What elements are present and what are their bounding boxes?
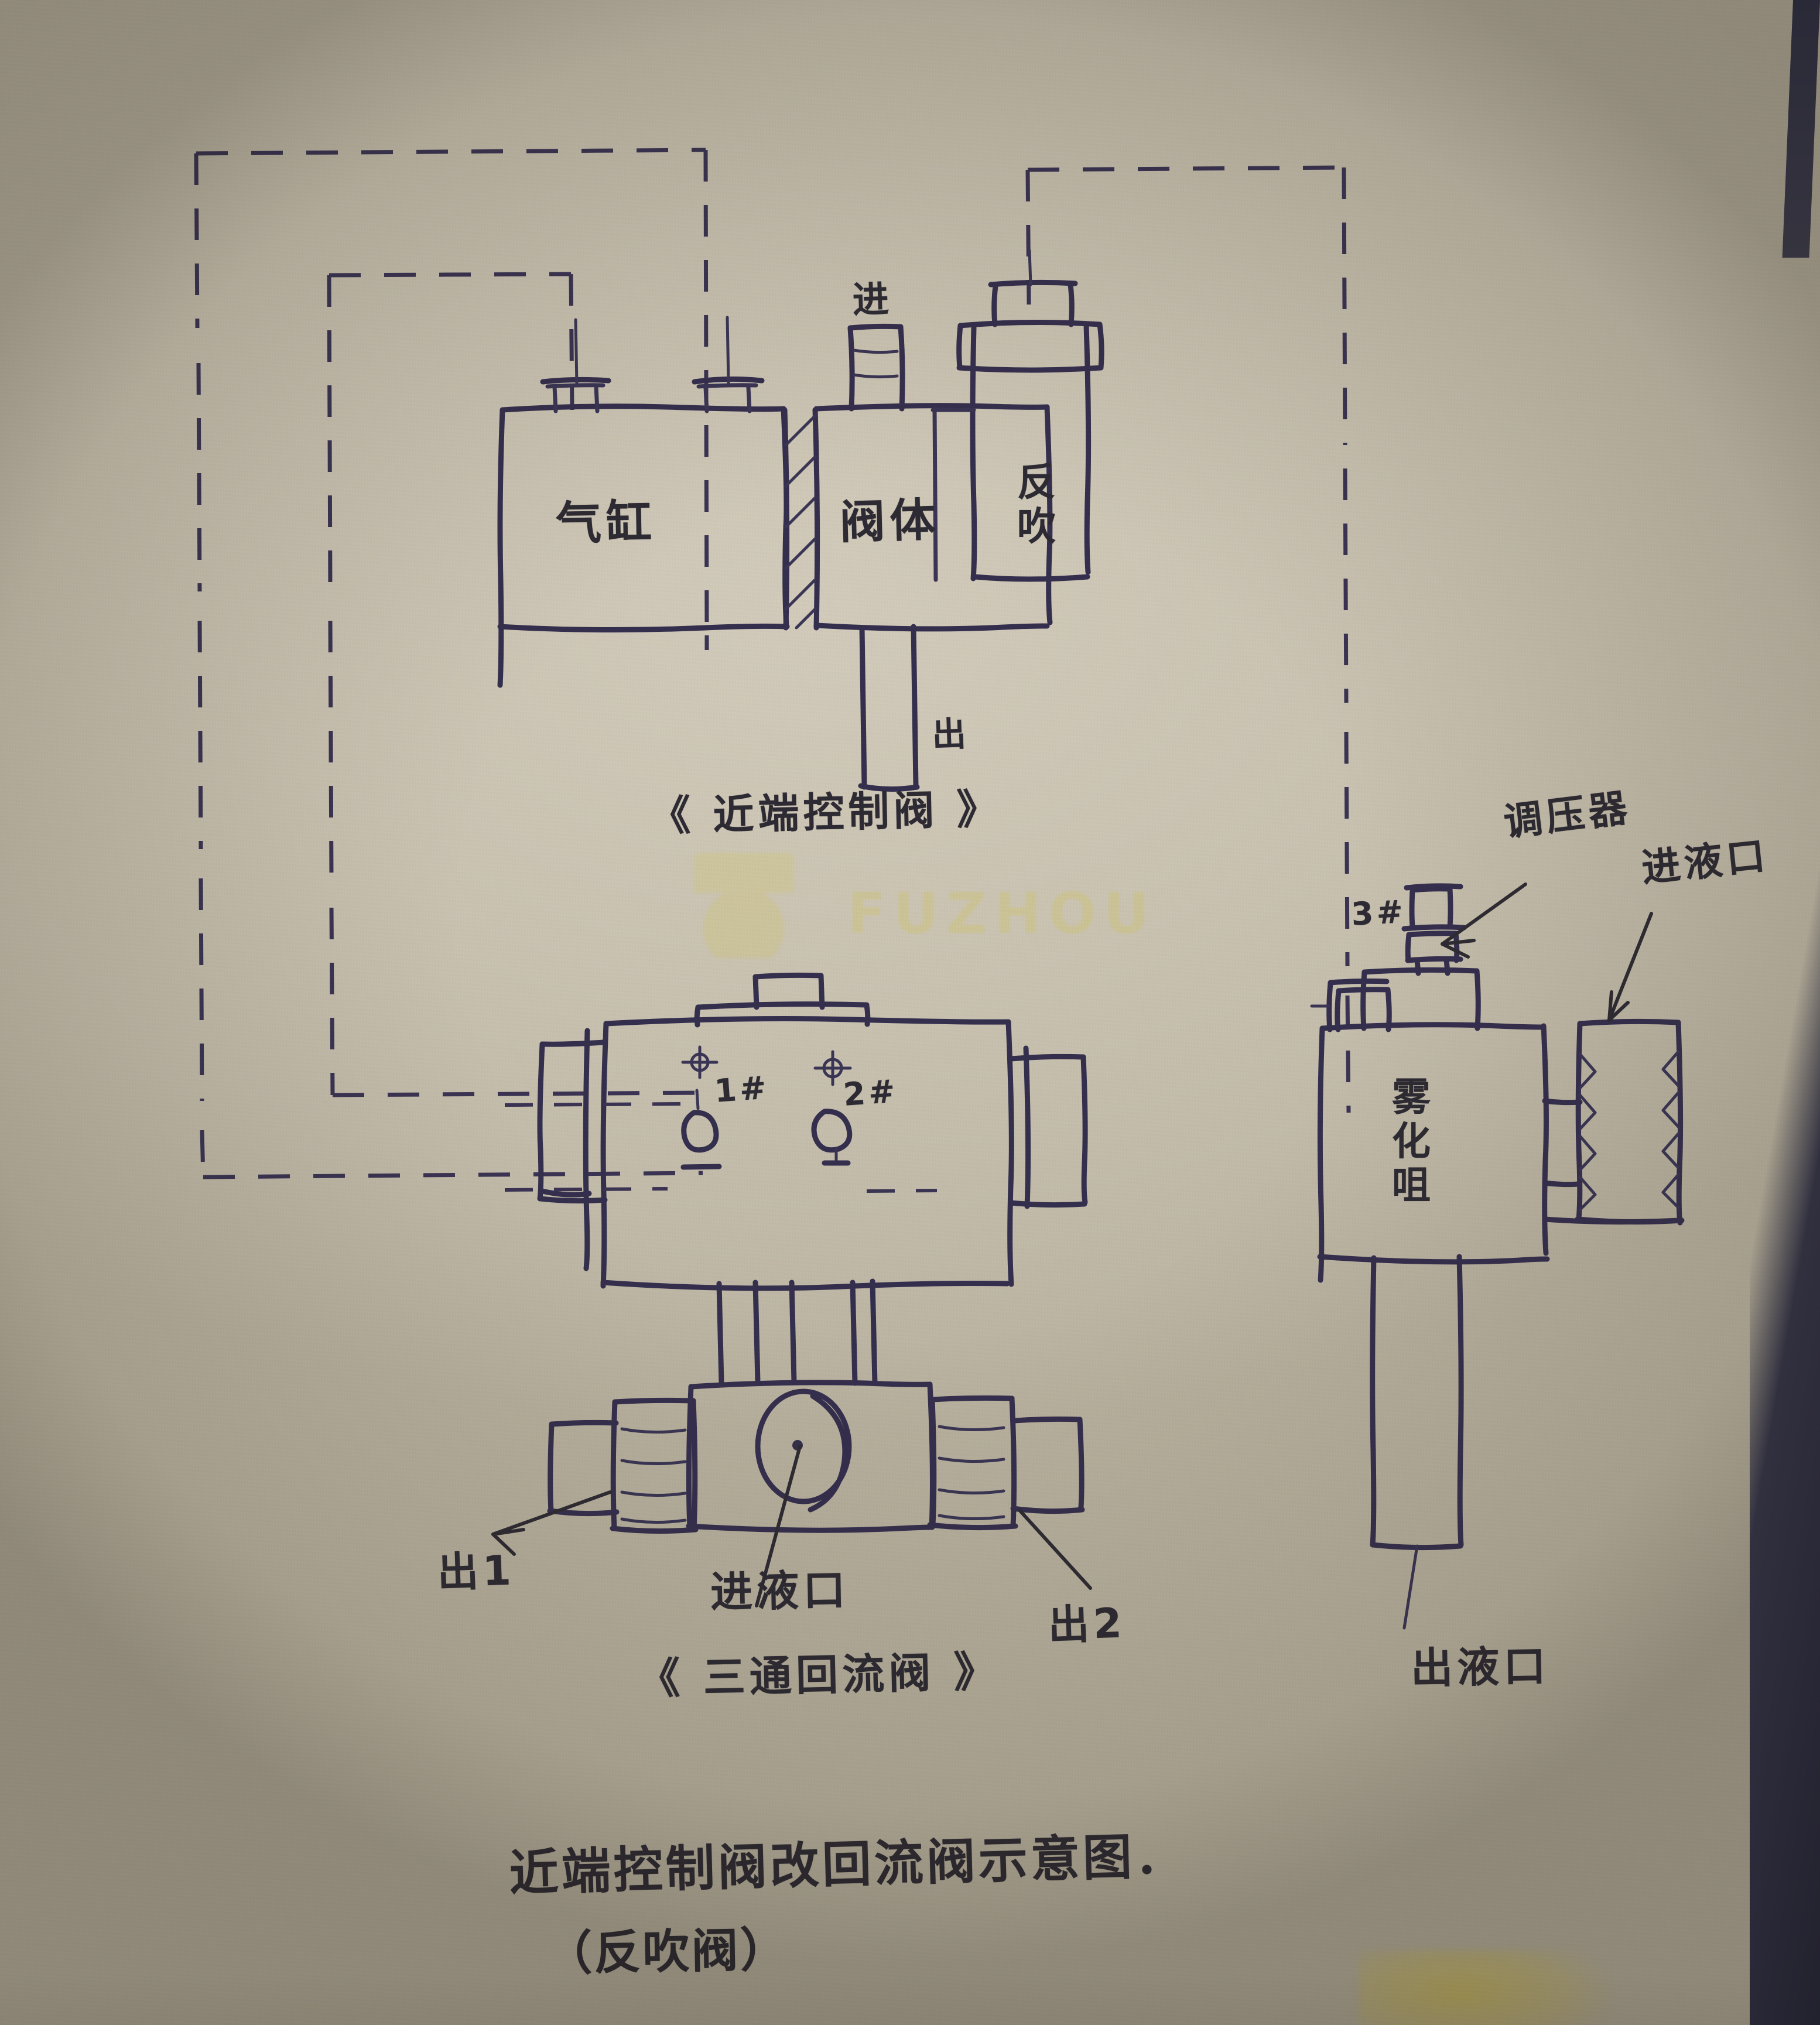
label-nozzle: 雾化咀 [1385, 1076, 1431, 1209]
port-1-marker [680, 1045, 722, 1170]
middle-assembly-drawing [491, 972, 1092, 1607]
ball-disc [755, 1388, 852, 1513]
right-assembly-drawing [1310, 882, 1685, 1630]
dashed-boundary-right [1025, 165, 1351, 1113]
hatched-divider [784, 414, 817, 630]
label-outlet-1: 出1 [436, 1546, 516, 1597]
label-valve-body: 阀体 [839, 494, 941, 549]
label-purge: 反吹 [1011, 461, 1056, 550]
caption-top-assembly: 《 近端控制阀 》 [649, 785, 1003, 840]
label-cylinder: 气缸 [555, 496, 657, 550]
label-outlet-top: 出 [931, 713, 970, 755]
dashed-boundary-inner [327, 272, 703, 1097]
label-liquid-outlet: 出液口 [1410, 1641, 1551, 1693]
label-outlet-2: 出2 [1047, 1599, 1127, 1650]
label-port-2: 2# [842, 1072, 899, 1113]
label-inlet-top: 进 [851, 277, 894, 321]
title-sub: （反吹阀） [545, 1922, 789, 1981]
tank-zigzag [1578, 1050, 1680, 1212]
label-port-1: 1# [713, 1069, 771, 1110]
port-2-marker [811, 1050, 853, 1166]
centreline-dashes [504, 1102, 938, 1193]
label-port-3: 3# [1350, 893, 1407, 933]
caption-middle-assembly: 《 三通回流阀 》 [637, 1647, 1001, 1704]
dashed-boundary-outer [194, 148, 709, 1179]
label-liquid-inlet-middle: 进液口 [710, 1565, 850, 1617]
top-assembly-drawing [497, 249, 1104, 792]
